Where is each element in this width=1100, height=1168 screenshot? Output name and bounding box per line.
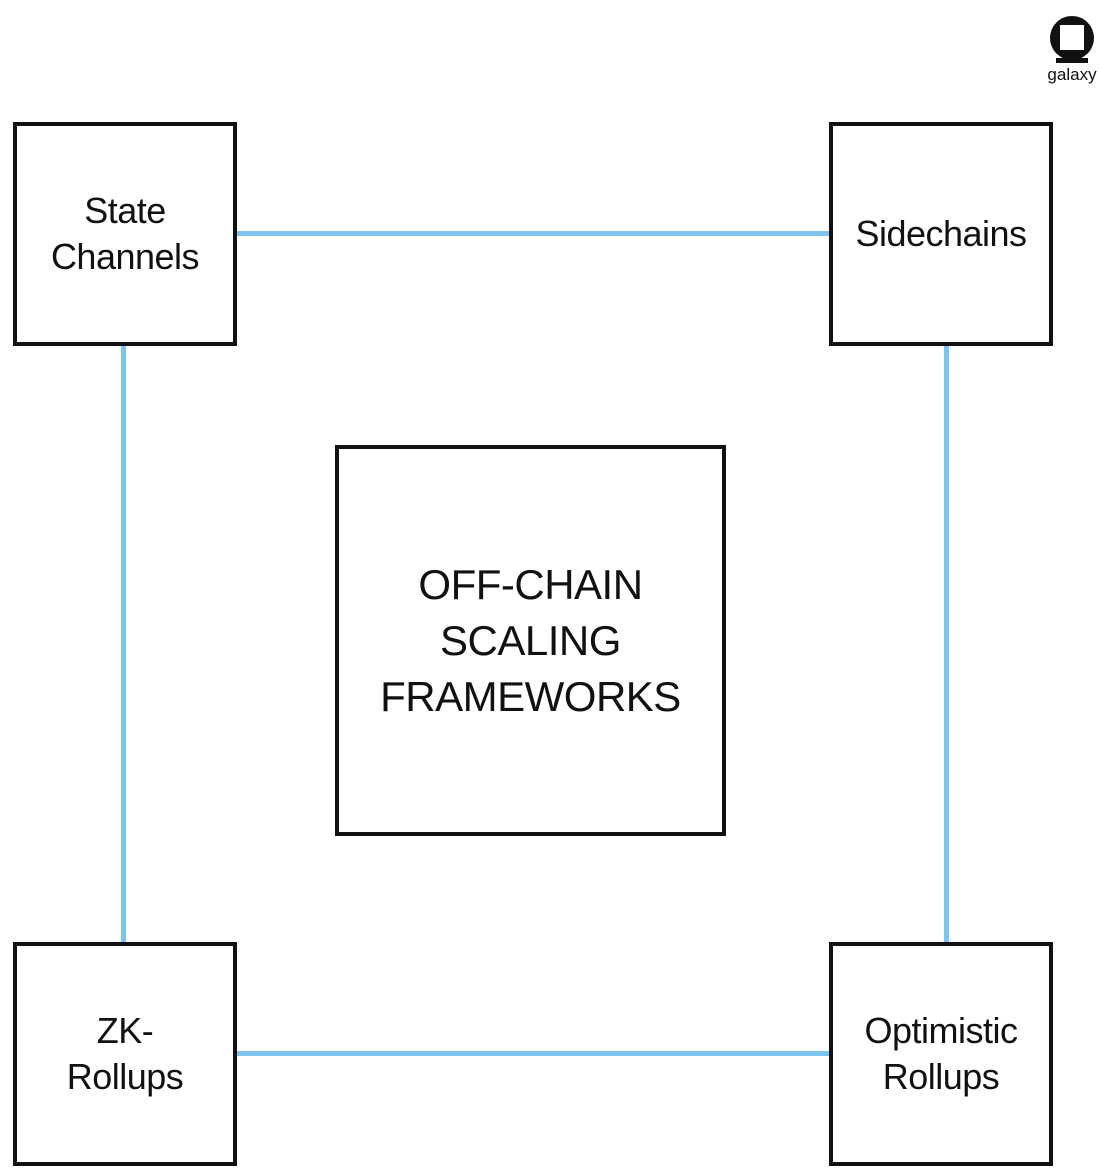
galaxy-logo-icon xyxy=(1048,14,1096,64)
node-off-chain-scaling-frameworks: OFF-CHAIN SCALING FRAMEWORKS xyxy=(335,445,726,836)
node-zk-rollups: ZK- Rollups xyxy=(13,942,237,1166)
galaxy-logo-text: galaxy xyxy=(1047,65,1097,84)
center-title: OFF-CHAIN SCALING FRAMEWORKS xyxy=(380,560,681,720)
connector-bottom xyxy=(235,1051,832,1056)
connector-right xyxy=(944,344,949,946)
galaxy-logo: galaxy xyxy=(1044,14,1100,84)
node-sidechains-label: Sidechains xyxy=(855,213,1027,254)
node-optimistic-rollups: Optimistic Rollups xyxy=(829,942,1053,1166)
connector-top xyxy=(235,231,832,236)
node-state-channels: State Channels xyxy=(13,122,237,346)
node-optimistic-rollups-label: Optimistic Rollups xyxy=(864,1010,1018,1097)
connector-left xyxy=(121,344,126,946)
node-zk-rollups-label: ZK- Rollups xyxy=(66,1010,184,1097)
node-sidechains: Sidechains xyxy=(829,122,1053,346)
node-state-channels-label: State Channels xyxy=(50,190,200,277)
